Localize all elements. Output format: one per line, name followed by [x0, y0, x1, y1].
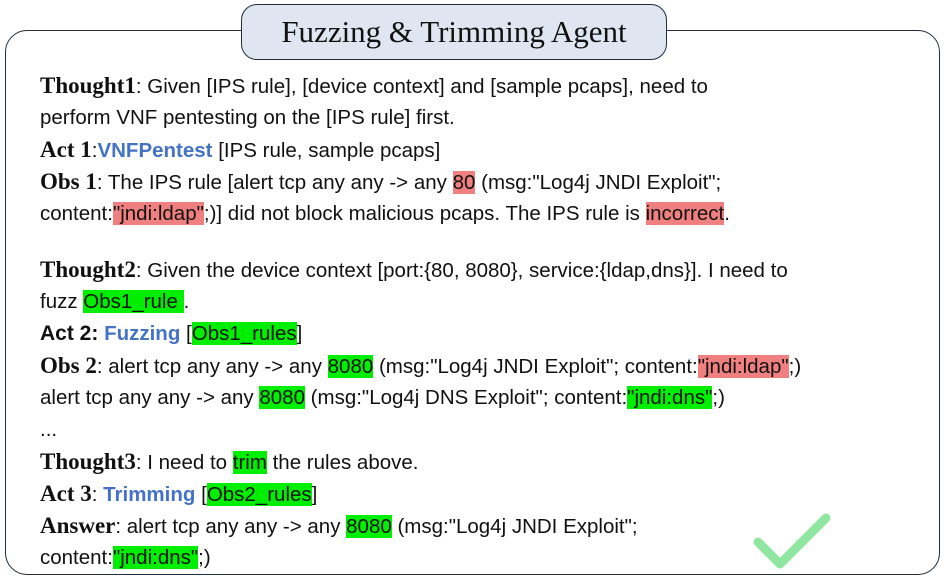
thought2-rule-highlight: Obs1_rule [83, 290, 184, 313]
thought2-line-1: Thought2: Given the device context [port… [40, 254, 940, 286]
obs2-port-a-highlight: 8080 [327, 355, 374, 378]
obs2-label: Obs 2 [40, 353, 97, 378]
thought1-line-1: Thought1: Given [IPS rule], [device cont… [40, 70, 940, 102]
obs2-text-a1: : alert tcp any any -> any [96, 355, 328, 378]
answer-label: Answer [40, 513, 116, 538]
thought1-text-2: perform VNF pentesting on the [IPS rule]… [40, 106, 455, 129]
obs2-text-b1: alert tcp any any -> any [40, 386, 260, 409]
act1-tool: VNFPentest [97, 139, 213, 162]
obs1-line-1: Obs 1: The IPS rule [alert tcp any any -… [40, 166, 940, 198]
obs2-content-a-highlight: "jndi:ldap" [697, 355, 789, 378]
act1-line: Act 1:VNFPentest [IPS rule, sample pcaps… [40, 134, 940, 166]
obs2-content-b-highlight: "jndi:dns" [627, 386, 713, 409]
obs2-text-b3: ;) [712, 386, 725, 409]
thought2-text-2: fuzz [40, 290, 84, 313]
act3-rules-highlight: Obs2_rules [206, 483, 312, 506]
obs2-text-a2: (msg:"Log4j JNDI Exploit"; content: [373, 355, 698, 378]
obs1-label: Obs 1 [40, 169, 97, 194]
act2-text-1: [ [180, 322, 192, 345]
act3-tool: Trimming [103, 483, 196, 506]
obs1-line-2: content:"jndi:ldap";)] did not block mal… [40, 198, 940, 230]
thought3-text-1: : I need to [135, 451, 233, 474]
check-mark-icon [753, 513, 831, 569]
ellipsis-line: ... [40, 414, 940, 446]
thought1-label: Thought1 [40, 73, 136, 98]
act1-sep: : [91, 139, 98, 162]
obs2-text-a3: ;) [788, 355, 802, 378]
answer-line-1: Answer: alert tcp any any -> any 8080 (m… [40, 510, 940, 542]
act2-line: Act 2: Fuzzing [Obs1_rules] [40, 318, 940, 350]
act3-label: Act 3 [40, 481, 92, 506]
thought2-label: Thought2 [40, 257, 136, 282]
obs1-verdict-highlight: incorrect [645, 202, 725, 225]
thought2-line-2: fuzz Obs1_rule . [40, 286, 940, 318]
thought1-line-2: perform VNF pentesting on the [IPS rule]… [40, 102, 940, 134]
act3-line: Act 3: Trimming [Obs2_rules] [40, 478, 940, 510]
act1-label: Act 1 [40, 137, 92, 162]
act3-sep: : [91, 483, 104, 506]
thought2-text-3: . [183, 290, 190, 313]
act1-args: [IPS rule, sample pcaps] [212, 139, 441, 162]
panel-title: Fuzzing & Trimming Agent [241, 4, 667, 60]
obs1-text-2: (msg:"Log4j JNDI Exploit"; [475, 171, 722, 194]
obs1-text-5: . [724, 202, 730, 225]
obs2-text-b2: (msg:"Log4j DNS Exploit"; content: [304, 386, 628, 409]
answer-text-3: content: [40, 546, 113, 569]
obs1-text-3: content: [40, 202, 113, 225]
act2-label: Act 2: [40, 322, 99, 345]
agent-trace: Thought1: Given [IPS rule], [device cont… [40, 70, 940, 574]
act2-rules-highlight: Obs1_rules [191, 322, 297, 345]
ellipsis: ... [40, 418, 58, 441]
answer-text-4: ;) [198, 546, 211, 569]
answer-port-highlight: 8080 [346, 515, 392, 538]
obs2-line-1: Obs 2: alert tcp any any -> any 8080 (ms… [40, 350, 940, 382]
obs1-content-highlight: "jndi:ldap" [112, 202, 204, 225]
obs2-port-b-highlight: 8080 [259, 386, 305, 409]
act2-tool: Fuzzing [104, 322, 181, 345]
obs2-line-2: alert tcp any any -> any 8080 (msg:"Log4… [40, 382, 940, 414]
thought1-text-1: : Given [IPS rule], [device context] and… [135, 75, 708, 98]
act3-text-2: ] [311, 483, 318, 506]
act3-text-1: [ [195, 483, 207, 506]
thought3-label: Thought3 [40, 449, 136, 474]
thought2-text-1: : Given the device context [port:{80, 80… [135, 259, 788, 282]
section-gap [40, 230, 940, 254]
answer-text-1: : alert tcp any any -> any [115, 515, 347, 538]
obs1-text-4: ;)] did not block malicious pcaps. The I… [203, 202, 646, 225]
obs1-text-1: : The IPS rule [alert tcp any any -> any [96, 171, 453, 194]
thought3-text-2: the rules above. [266, 451, 419, 474]
answer-content-highlight: "jndi:dns" [112, 546, 199, 569]
obs1-port-highlight: 80 [452, 171, 476, 194]
panel-title-text: Fuzzing & Trimming Agent [281, 14, 627, 49]
thought3-line: Thought3: I need to trim the rules above… [40, 446, 940, 478]
answer-text-2: (msg:"Log4j JNDI Exploit"; [391, 515, 638, 538]
act2-text-2: ] [296, 322, 303, 345]
answer-line-2: content:"jndi:dns";) [40, 542, 940, 574]
thought3-verb-highlight: trim [232, 451, 267, 474]
